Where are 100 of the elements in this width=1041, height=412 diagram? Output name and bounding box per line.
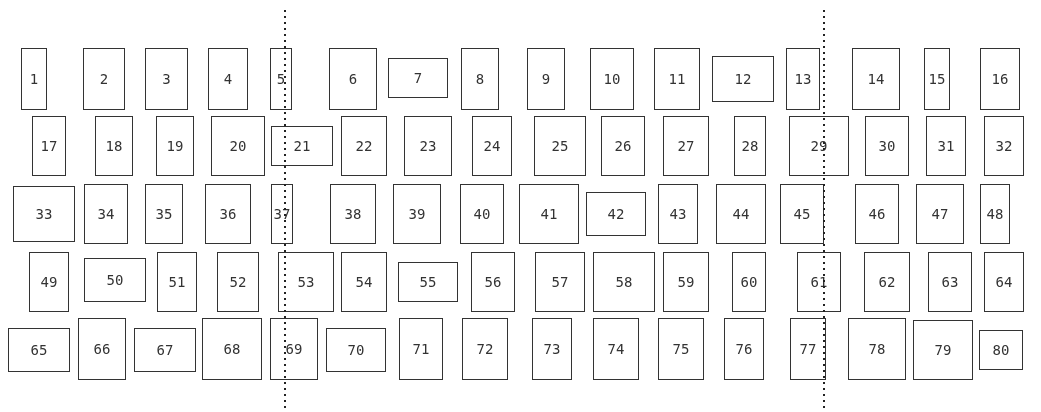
number-label: 18: [105, 139, 123, 153]
numbered-box: [663, 116, 709, 176]
number-label: 21: [293, 139, 311, 153]
number-label: 16: [991, 72, 1009, 86]
number-label: 72: [476, 342, 494, 356]
numbered-box: [586, 192, 646, 236]
number-label: 64: [995, 275, 1013, 289]
number-label: 12: [734, 72, 752, 86]
number-label: 8: [475, 72, 485, 86]
number-label: 40: [473, 207, 491, 221]
numbered-box: [848, 318, 906, 380]
numbered-box: [916, 184, 964, 244]
number-label: 35: [155, 207, 173, 221]
number-label: 56: [484, 275, 502, 289]
numbered-box: [979, 330, 1023, 370]
number-label: 27: [677, 139, 695, 153]
numbered-box: [658, 318, 704, 380]
numbered-box: [472, 116, 512, 176]
numbered-box: [658, 184, 698, 244]
numbered-box: [271, 184, 293, 244]
numbered-box: [984, 116, 1024, 176]
numbered-box: [786, 48, 820, 110]
number-label: 76: [735, 342, 753, 356]
numbered-box: [716, 184, 766, 244]
numbered-box: [535, 252, 585, 312]
number-label: 46: [868, 207, 886, 221]
number-label: 4: [223, 72, 233, 86]
numbered-box: [924, 48, 950, 110]
numbered-box: [471, 252, 515, 312]
number-label: 22: [355, 139, 373, 153]
number-label: 2: [99, 72, 109, 86]
numbered-box: [462, 318, 508, 380]
numbered-box: [534, 116, 586, 176]
number-label: 55: [419, 275, 437, 289]
number-label: 20: [229, 139, 247, 153]
number-label: 9: [541, 72, 551, 86]
numbered-box: [330, 184, 376, 244]
number-label: 53: [297, 275, 315, 289]
numbered-box: [790, 318, 826, 380]
number-label: 30: [878, 139, 896, 153]
number-label: 77: [799, 342, 817, 356]
number-label: 45: [793, 207, 811, 221]
numbered-box: [329, 48, 377, 110]
numbered-box: [980, 48, 1020, 110]
number-label: 5: [276, 72, 286, 86]
number-label: 42: [607, 207, 625, 221]
numbered-box: [928, 252, 972, 312]
numbered-box: [29, 252, 69, 312]
number-label: 71: [412, 342, 430, 356]
numbered-box: [399, 318, 443, 380]
number-label: 43: [669, 207, 687, 221]
numbered-box: [208, 48, 248, 110]
number-label: 25: [551, 139, 569, 153]
numbered-box: [145, 48, 188, 110]
number-label: 48: [986, 207, 1004, 221]
numbered-box: [734, 116, 766, 176]
numbered-box: [654, 48, 700, 110]
number-label: 58: [615, 275, 633, 289]
number-label: 80: [992, 343, 1010, 357]
numbered-box: [926, 116, 966, 176]
number-label: 78: [868, 342, 886, 356]
number-label: 67: [156, 343, 174, 357]
numbered-box: [980, 184, 1010, 244]
numbered-box: [984, 252, 1024, 312]
numbered-box: [95, 116, 133, 176]
numbered-box: [593, 318, 639, 380]
number-label: 68: [223, 342, 241, 356]
numbered-box: [134, 328, 196, 372]
numbered-box: [270, 318, 318, 380]
numbered-box: [278, 252, 334, 312]
number-label: 49: [40, 275, 58, 289]
numbered-box: [527, 48, 565, 110]
number-label: 34: [97, 207, 115, 221]
numbered-box: [393, 184, 441, 244]
number-label: 28: [741, 139, 759, 153]
numbered-box: [157, 252, 197, 312]
number-label: 70: [347, 343, 365, 357]
number-label: 17: [40, 139, 58, 153]
numbered-box: [13, 186, 75, 242]
numbered-box: [145, 184, 183, 244]
number-label: 1: [29, 72, 39, 86]
number-label: 7: [413, 71, 423, 85]
number-label: 19: [166, 139, 184, 153]
number-label: 66: [93, 342, 111, 356]
number-label: 32: [995, 139, 1013, 153]
number-label: 57: [551, 275, 569, 289]
number-label: 50: [106, 273, 124, 287]
numbered-box: [461, 48, 499, 110]
numbered-box: [789, 116, 849, 176]
numbered-box: [797, 252, 841, 312]
numbered-box: [326, 328, 386, 372]
number-label: 33: [35, 207, 53, 221]
numbered-box: [388, 58, 448, 98]
numbered-box: [8, 328, 70, 372]
number-label: 59: [677, 275, 695, 289]
numbered-box: [78, 318, 126, 380]
number-label: 60: [740, 275, 758, 289]
number-label: 14: [867, 72, 885, 86]
numbered-box: [780, 184, 824, 244]
numbered-box: [211, 116, 265, 176]
